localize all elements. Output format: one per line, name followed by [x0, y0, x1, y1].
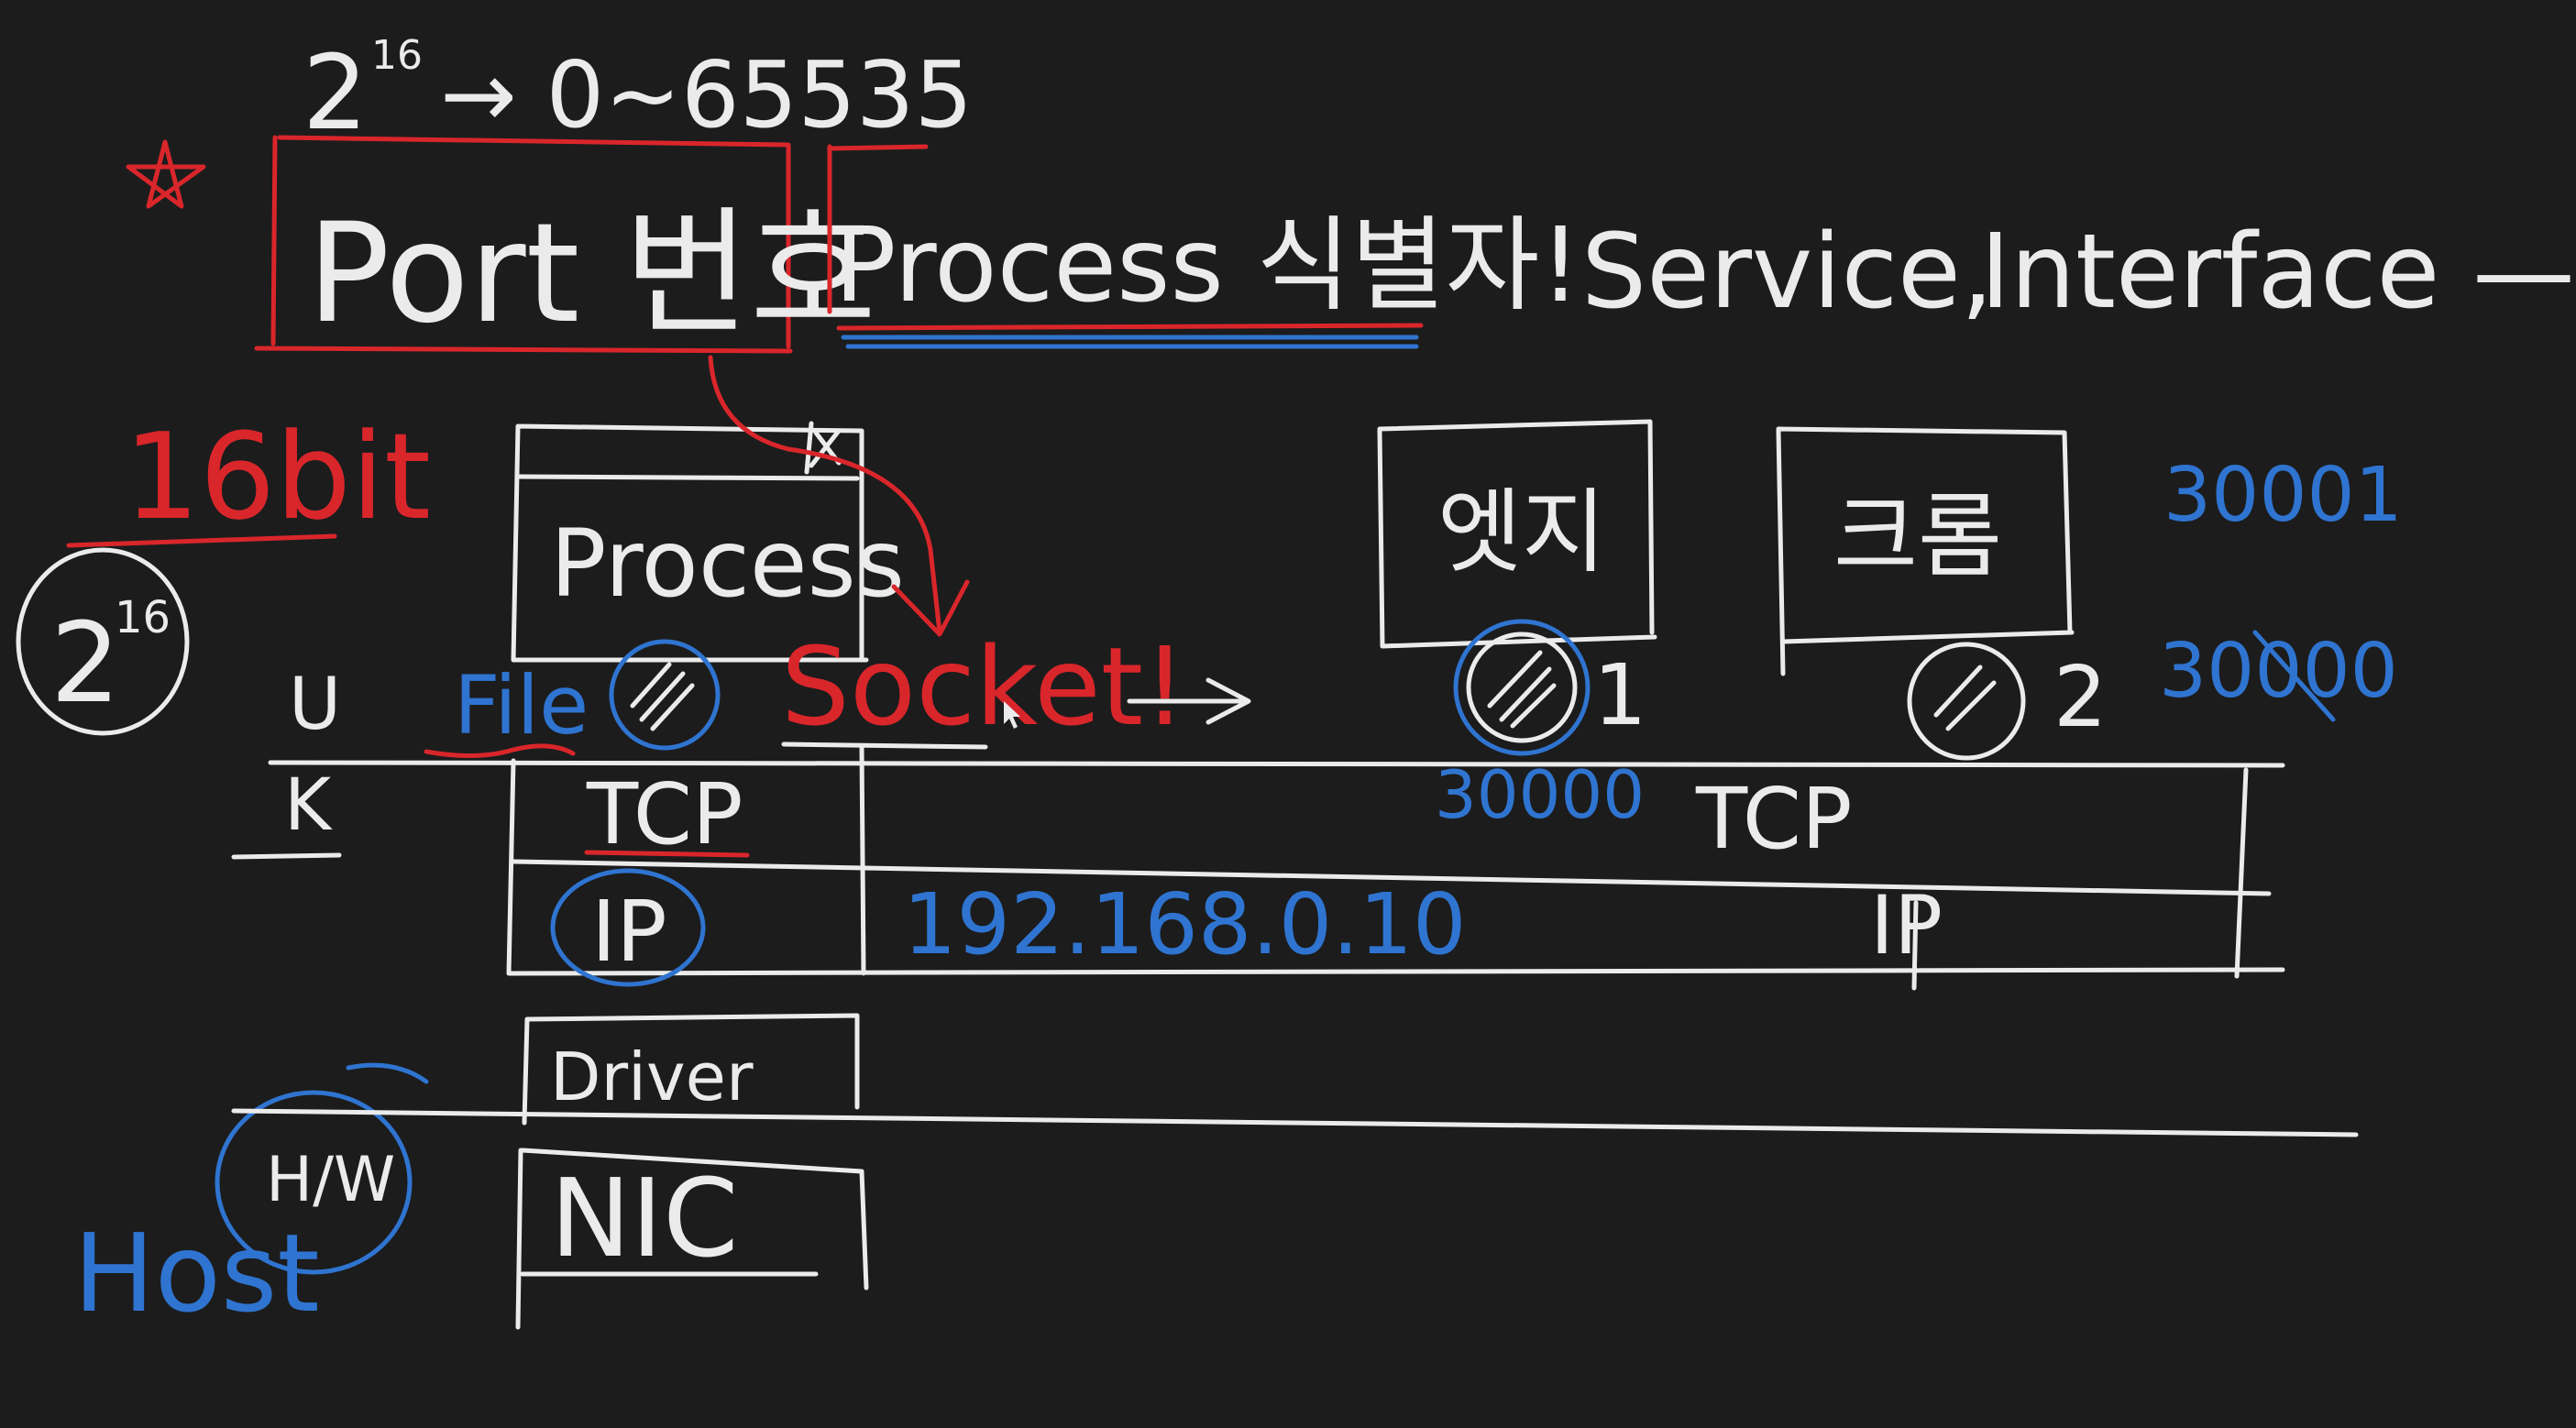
app-window-edge: 엣지	[1377, 419, 1657, 649]
socket-underline	[781, 741, 988, 750]
circle-base: 2	[50, 600, 120, 728]
service-label: Service,	[1581, 213, 1994, 332]
nic-label: NIC	[550, 1155, 738, 1281]
app1-socket: 1 30000	[1435, 619, 1647, 833]
tcp-ip-block: TCP IP 192.168.0.10 TCP IP	[268, 744, 2285, 991]
app1-number: 1	[1593, 646, 1647, 744]
two-power-sixteen-circle: 2 16	[16, 547, 190, 736]
driver-layer: Driver	[231, 1013, 2359, 1137]
service-term: Service,	[1581, 213, 1994, 332]
mouse-cursor-icon	[1004, 701, 1020, 729]
process-box-label: Process	[550, 510, 905, 619]
file-label: File	[454, 658, 589, 752]
star-icon	[126, 139, 206, 209]
port-number-label: Port 번호	[307, 194, 876, 354]
port-to-socket-arrow	[708, 355, 970, 637]
user-mode-label: U	[289, 664, 341, 746]
stack-tcp-label: TCP	[586, 765, 743, 863]
circle-exponent: 16	[115, 592, 171, 643]
ip-address-label: 192.168.0.10	[903, 875, 1467, 973]
kernel-underline	[231, 852, 342, 860]
host-label: Host	[73, 1210, 320, 1336]
app1-name: 엣지	[1437, 478, 1606, 586]
app2-port-crossed: 30000	[2159, 628, 2398, 715]
kernel-mode-label: K	[284, 764, 333, 847]
file-underline	[424, 743, 576, 758]
app2-port-crossed-out: 30000	[2159, 628, 2398, 722]
process-identifier-label: Process 식별자!	[834, 206, 1581, 325]
app2-socket: 2	[1907, 642, 2108, 761]
port-range: → 0~65535	[440, 41, 973, 148]
app2-number: 2	[2053, 648, 2108, 746]
socket-endpoint-circle	[609, 639, 721, 751]
app1-port: 30000	[1435, 756, 1645, 833]
port-number-box: Port 번호	[254, 135, 876, 354]
network-ip-label: IP	[1870, 878, 1943, 972]
power-exponent: 16	[371, 32, 423, 79]
right-arrow-icon	[1127, 677, 1251, 725]
socket-label: Socket!	[781, 623, 1186, 750]
stack-ip-label: IP	[591, 883, 667, 981]
bits-label: 16bit	[124, 407, 431, 546]
nic-layer: NIC	[515, 1148, 869, 1330]
driver-label: Driver	[550, 1038, 754, 1115]
bit-size-note: 16bit	[66, 407, 431, 548]
process-identifier: Process 식별자!	[827, 144, 1581, 349]
network-tcp-label: TCP	[1695, 770, 1853, 868]
hardware-label: H/W	[266, 1144, 395, 1216]
interface-term: Interface —	[1980, 213, 2575, 332]
app2-port: 30001	[2163, 452, 2403, 539]
hardware-circle: H/W	[215, 1062, 429, 1275]
power-base: 2	[303, 34, 368, 153]
app2-name: 크롬	[1833, 483, 2002, 590]
power-of-two-formula: 2 16 → 0~65535	[303, 32, 973, 153]
interface-label: Interface —	[1980, 213, 2575, 332]
app-window-chrome: 크롬	[1776, 426, 2075, 676]
